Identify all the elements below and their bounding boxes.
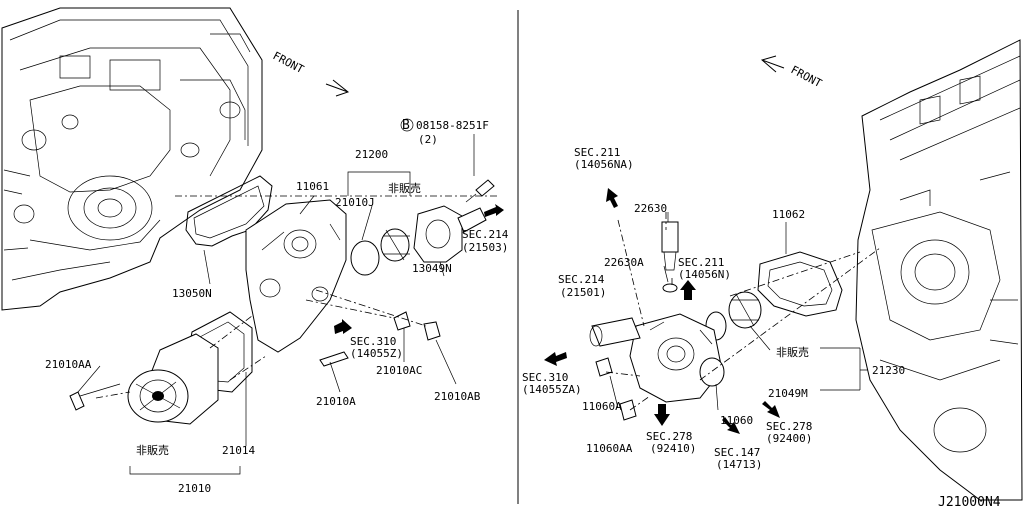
stud-21010a [319, 351, 349, 367]
label-sec278-a: SEC.278 [646, 430, 692, 443]
right-panel: FRONT [522, 39, 1023, 510]
label-11061: 11061 [296, 180, 329, 193]
label-sec214-left: SEC.214 [462, 228, 509, 241]
front-arrow-left: FRONT [271, 49, 350, 97]
arrow-sec211-b [680, 280, 696, 300]
thermostat-21049m [728, 291, 762, 329]
label-sec211-a-ref: (14056NA) [574, 158, 634, 171]
gasket-13050n [185, 175, 273, 247]
label-21010ab: 21010AB [434, 390, 481, 403]
label-21010: 21010 [178, 482, 211, 495]
label-21010a: 21010A [316, 395, 356, 408]
water-outlet-housing [589, 313, 725, 403]
bolt-21010ab [423, 321, 441, 341]
water-pump-21010 [127, 333, 219, 425]
label-13049n: 13049N [412, 262, 452, 275]
label-sec278-b: SEC.278 [766, 420, 812, 433]
label-not-for-sale-thermostat: 非販売 [388, 182, 421, 195]
label-sec278-a-ref: (92410) [650, 442, 696, 455]
arrow-sec211-a [606, 188, 618, 208]
gasket-11062 [757, 251, 843, 317]
label-sec147: SEC.147 [714, 446, 760, 459]
label-not-for-sale-pump: 非販売 [136, 444, 169, 457]
engine-block-right [855, 39, 1023, 501]
label-22630a: 22630A [604, 256, 644, 269]
bolt-21010aa [69, 391, 85, 411]
label-11062: 11062 [772, 208, 805, 221]
arrow-sec278-a [654, 404, 670, 426]
label-sec147-ref: (14713) [716, 458, 762, 471]
diagram-code: J21000N4 [938, 495, 1001, 510]
label-bolt-code: 08158-8251F [416, 119, 489, 132]
thermostat-housing-11061 [245, 199, 347, 353]
front-label-left: FRONT [271, 49, 307, 76]
label-sec214-left-ref: (21503) [462, 241, 508, 254]
label-21230: 21230 [872, 364, 905, 377]
label-sec310-right-ref: (14055ZA) [522, 383, 582, 396]
bolt-11060aa [619, 399, 637, 421]
label-11060a: 11060A [582, 400, 622, 413]
label-21010ac: 21010AC [376, 364, 422, 377]
thermostat-21200 [380, 228, 410, 262]
label-13050n: 13050N [172, 287, 212, 300]
stud-21010ac [393, 311, 411, 331]
front-label-right: FRONT [789, 63, 825, 90]
label-11060: 11060 [720, 414, 753, 427]
label-21010j: 21010J [335, 196, 375, 209]
arrow-sec278-b [762, 401, 780, 418]
label-11060aa: 11060AA [586, 442, 633, 455]
bolt-11060a [595, 357, 613, 377]
water-inlet-13049n [413, 205, 487, 263]
label-sec310-left-ref: (14055Z) [350, 347, 403, 360]
o-ring-21010j [350, 240, 380, 276]
label-sec310-left: SEC.310 [350, 335, 396, 348]
label-21014: 21014 [222, 444, 255, 457]
label-sec214-right-ref: (21501) [560, 286, 606, 299]
label-21200: 21200 [355, 148, 388, 161]
left-panel: FRONT [1, 7, 509, 495]
label-sec211-b-ref: (14056N) [678, 268, 731, 281]
washer-22630a [662, 283, 678, 293]
label-sec310-right: SEC.310 [522, 371, 568, 384]
engine-block-left [1, 7, 263, 311]
label-sec211-b: SEC.211 [678, 256, 724, 269]
front-arrow-right: FRONT [760, 55, 825, 90]
label-bolt-qty: (2) [418, 133, 438, 146]
arrow-sec147 [722, 417, 740, 434]
arrow-sec214-left [484, 204, 504, 217]
label-21049m: 21049M [768, 387, 808, 400]
label-sec278-b-ref: (92400) [766, 432, 812, 445]
label-bolt-prefix: B [402, 118, 410, 133]
bolt-08158 [475, 179, 495, 197]
label-sec214-right: SEC.214 [558, 273, 605, 286]
label-21010aa: 21010AA [45, 358, 92, 371]
sensor-22630 [661, 221, 679, 271]
arrow-sec310-left [334, 319, 352, 334]
label-sec211-a: SEC.211 [574, 146, 620, 159]
label-22630: 22630 [634, 202, 667, 215]
arrow-sec310-right [544, 352, 567, 366]
label-not-for-sale-thermostat-right: 非販売 [776, 346, 809, 359]
